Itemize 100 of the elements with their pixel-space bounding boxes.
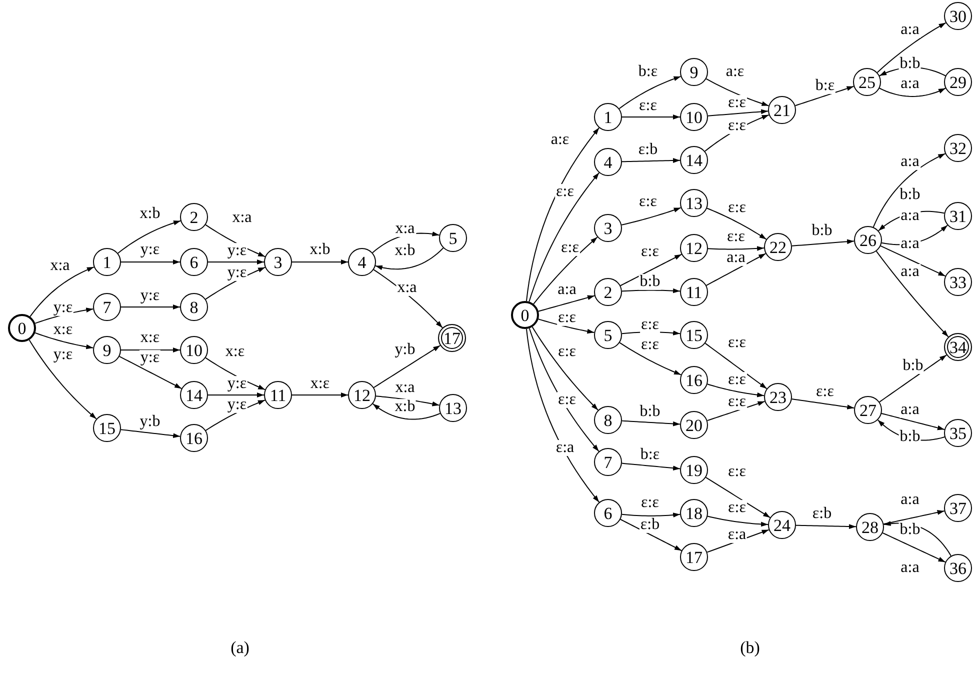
transition-arrow	[28, 339, 97, 420]
transition-arrow	[373, 269, 443, 328]
transition-arrow	[706, 400, 766, 422]
state-circle: 4	[594, 148, 622, 176]
subfigure-label: (a)	[230, 638, 250, 658]
edge-label: y:ε	[139, 350, 161, 366]
state-circle: 12	[348, 381, 376, 409]
transition-arrow	[705, 476, 771, 518]
state-circle: 8	[594, 406, 622, 434]
edge-label: y:b	[394, 342, 416, 358]
state-circle: 10	[180, 336, 208, 364]
transition-arrow	[796, 524, 856, 529]
transition-arrow	[292, 392, 348, 398]
transition-arrow	[34, 332, 94, 350]
transition-arrow	[882, 532, 946, 563]
edge-label: ε:a	[554, 440, 576, 456]
transition-arrow	[706, 253, 766, 286]
state-circle: 8	[180, 293, 208, 321]
transition-arrow	[872, 153, 946, 228]
transition-arrow	[373, 345, 441, 388]
transition-arrow	[30, 266, 94, 318]
state-circle: 12	[680, 234, 708, 262]
state-circle: 0	[511, 301, 539, 329]
transition-arrow	[374, 248, 444, 270]
state-circle: 15	[680, 321, 708, 349]
state-circle: 37	[944, 494, 972, 522]
state-circle: 18	[680, 499, 708, 527]
state-circle: 11	[264, 381, 292, 409]
transition-arrow	[879, 88, 946, 97]
transition-arrow	[707, 246, 765, 251]
transition-arrow	[794, 86, 854, 106]
state-circle: 7	[93, 293, 121, 321]
state-circle: 15	[93, 414, 121, 442]
final-state-circle: 34	[944, 333, 972, 361]
edge-label: ε:ε	[557, 392, 577, 408]
transition-arrow	[621, 420, 681, 426]
transition-arrow	[533, 236, 598, 304]
transition-arrow	[205, 224, 266, 258]
transition-arrow	[706, 208, 767, 240]
edge-label: y:ε	[226, 243, 248, 259]
state-circle: 26	[854, 226, 882, 254]
state-circle: 13	[680, 189, 708, 217]
transition-arrow	[877, 419, 946, 441]
state-circle: 32	[944, 134, 972, 162]
state-circle: 29	[944, 68, 972, 96]
transition-arrow	[208, 260, 264, 264]
state-circle: 36	[944, 554, 972, 582]
state-circle: 1	[594, 103, 622, 131]
state-circle: 19	[680, 456, 708, 484]
state-circle: 11	[680, 278, 708, 306]
transition-arrow	[876, 250, 949, 338]
transition-arrow	[117, 220, 182, 254]
state-circle: 10	[680, 103, 708, 131]
edge-label: ε:b	[639, 517, 661, 533]
transition-arrow	[878, 354, 948, 402]
state-circle: 9	[93, 336, 121, 364]
final-state-circle: 17	[438, 324, 466, 352]
state-circle: 14	[680, 146, 708, 174]
state-circle: 22	[764, 233, 792, 261]
transition-arrow	[208, 392, 264, 398]
transition-arrow	[704, 114, 770, 152]
transition-arrow	[538, 295, 595, 312]
state-circle: 4	[348, 248, 376, 276]
state-circle: 0	[8, 314, 36, 342]
transition-arrow	[621, 330, 681, 336]
state-circle: 31	[944, 202, 972, 230]
transition-arrow	[526, 127, 600, 302]
transition-arrow	[622, 114, 680, 120]
transition-arrow	[621, 288, 681, 294]
transition-arrow	[883, 510, 945, 525]
transition-arrow	[375, 396, 440, 406]
transition-arrow	[620, 254, 682, 286]
subfigure-label: (b)	[740, 638, 760, 658]
state-circle: 16	[180, 424, 208, 452]
state-circle: 16	[680, 366, 708, 394]
transition-arrow	[618, 76, 682, 110]
transition-arrow	[532, 326, 599, 411]
state-circle: 25	[853, 68, 881, 96]
transition-arrow	[707, 516, 768, 527]
state-circle: 2	[180, 203, 208, 231]
state-circle: 14	[180, 381, 208, 409]
state-circle: 23	[764, 383, 792, 411]
transition-arrow	[621, 512, 681, 518]
edge-label: ε:ε	[555, 184, 575, 200]
transition-arrow	[120, 348, 180, 352]
transition-arrow	[205, 266, 266, 300]
edge-label: b:b	[898, 56, 922, 72]
transition-arrow	[706, 529, 770, 553]
transition-arrow	[292, 260, 348, 264]
transition-arrow	[526, 328, 600, 503]
transition-arrow	[538, 318, 595, 334]
transition-arrow	[120, 429, 181, 438]
transition-arrow	[881, 412, 945, 430]
state-circle: 35	[944, 419, 972, 447]
transition-arrow	[791, 398, 855, 410]
state-circle: 9	[680, 58, 708, 86]
transition-arrow	[120, 304, 180, 310]
transition-arrow	[528, 328, 600, 452]
transition-arrow	[876, 22, 946, 73]
edge-label: b:ε	[814, 78, 836, 94]
